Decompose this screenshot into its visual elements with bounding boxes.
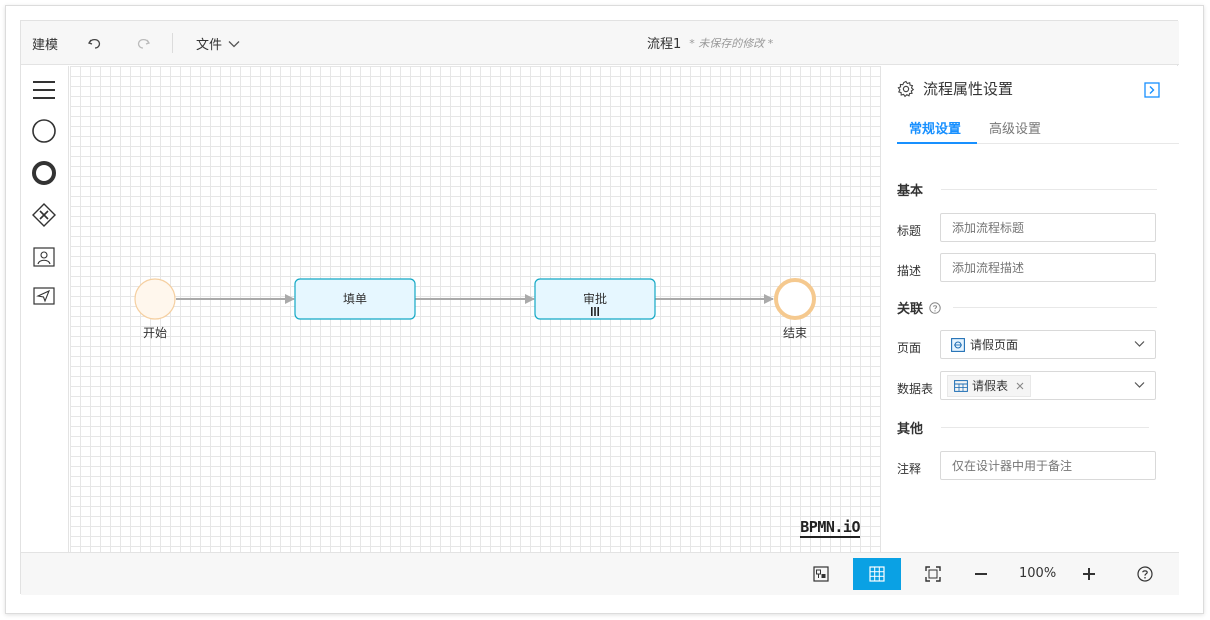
unsaved-indicator: * 未保存的修改 *	[689, 36, 774, 50]
redo-button[interactable]	[131, 31, 155, 55]
minimap-toggle-button[interactable]	[805, 559, 837, 589]
section-relation-title: 关联	[897, 298, 941, 317]
toolbar-separator	[172, 33, 173, 53]
palette-hand-tool[interactable]	[30, 76, 58, 104]
start-event-icon	[32, 119, 56, 143]
active-tab-indicator	[897, 142, 977, 144]
field-label-note: 注释	[897, 462, 922, 476]
section-divider	[941, 189, 1157, 190]
chevron-down-icon	[1134, 382, 1145, 388]
section-divider	[953, 307, 1157, 308]
undo-button[interactable]	[83, 31, 107, 55]
section-divider	[941, 427, 1149, 428]
file-menu-label: 文件	[196, 38, 223, 53]
mode-title: 建模	[32, 38, 59, 53]
end-event-icon	[32, 161, 56, 185]
field-label-datatable: 数据表	[897, 382, 934, 396]
properties-panel: 流程属性设置 常规设置 高级设置 基本 标题 描述 关联 页面 请假页面	[880, 66, 1179, 552]
page-select[interactable]: 请假页面	[940, 330, 1156, 359]
title-input[interactable]	[940, 213, 1156, 242]
page-select-value: 请假页面	[970, 338, 1019, 352]
parallel-multi-instance-icon	[591, 307, 599, 316]
diagram-canvas[interactable]: 开始 填单 审批 结束 BPMN.iO	[70, 66, 880, 552]
process-name: 流程1	[647, 37, 682, 52]
palette-start-event[interactable]	[30, 117, 58, 145]
bottom-toolbar: 100%	[21, 552, 1179, 595]
panel-header: 流程属性设置	[897, 78, 1013, 99]
datatable-select[interactable]: 请假表	[940, 371, 1156, 400]
gear-icon	[897, 80, 915, 97]
collapse-panel-icon[interactable]	[1144, 82, 1160, 98]
hand-tool-icon	[33, 81, 55, 99]
start-event[interactable]	[134, 278, 176, 320]
task-fill-form-label: 填单	[343, 292, 367, 306]
top-toolbar: 建模 文件 流程1 * 未保存的修改 *	[21, 21, 1179, 65]
description-input[interactable]	[940, 253, 1156, 282]
datatable-tag: 请假表	[947, 374, 1032, 397]
task-approve[interactable]	[534, 278, 656, 320]
table-icon	[954, 379, 968, 392]
chevron-down-icon	[1134, 341, 1145, 347]
zoom-level: 100%	[1019, 566, 1057, 581]
panel-title: 流程属性设置	[923, 80, 1014, 98]
task-approve-label: 审批	[583, 291, 607, 306]
redo-icon	[137, 38, 151, 49]
undo-icon	[87, 38, 101, 49]
field-label-title: 标题	[897, 224, 922, 238]
chevron-down-icon	[228, 40, 240, 47]
user-task-icon	[33, 247, 55, 267]
fit-viewport-button[interactable]	[917, 559, 949, 589]
field-label-description: 描述	[897, 264, 922, 278]
close-icon[interactable]	[1016, 382, 1024, 390]
end-event[interactable]	[774, 278, 816, 320]
tab-advanced[interactable]: 高级设置	[989, 122, 1042, 137]
send-task-icon	[33, 287, 55, 305]
page-form-icon	[951, 337, 965, 352]
task-fill-form[interactable]	[294, 278, 416, 320]
help-button[interactable]	[1129, 559, 1161, 589]
minimap-icon	[813, 566, 829, 582]
file-menu[interactable]: 文件	[196, 34, 240, 53]
palette-user-task[interactable]	[30, 243, 58, 271]
note-input[interactable]	[940, 451, 1156, 480]
process-status: 流程1 * 未保存的修改 *	[647, 33, 774, 53]
tab-general[interactable]: 常规设置	[909, 122, 962, 137]
palette-end-event[interactable]	[30, 159, 58, 187]
element-palette	[21, 66, 69, 552]
start-event-label: 开始	[143, 326, 167, 340]
gateway-icon	[32, 203, 56, 227]
datatable-tag-label: 请假表	[972, 379, 1009, 393]
section-other-title: 其他	[897, 422, 924, 437]
panel-tabs: 常规设置 高级设置	[897, 116, 1179, 144]
fit-screen-icon	[925, 566, 941, 582]
minus-icon	[975, 573, 987, 575]
plus-icon	[1083, 568, 1095, 580]
help-circle-icon[interactable]	[929, 301, 941, 314]
section-basic-title: 基本	[897, 184, 924, 199]
bpmn-io-logo[interactable]: BPMN.iO	[800, 518, 860, 538]
process-designer: 建模 文件 流程1 * 未保存的修改 *	[20, 20, 1179, 595]
field-label-page: 页面	[897, 341, 922, 355]
help-icon	[1137, 566, 1153, 582]
end-event-label: 结束	[783, 326, 807, 340]
zoom-in-button[interactable]	[1073, 559, 1105, 589]
palette-send-task[interactable]	[30, 282, 58, 310]
zoom-out-button[interactable]	[965, 559, 997, 589]
grid-toggle-button[interactable]	[853, 558, 901, 590]
grid-icon	[869, 566, 885, 582]
palette-gateway[interactable]	[30, 201, 58, 229]
